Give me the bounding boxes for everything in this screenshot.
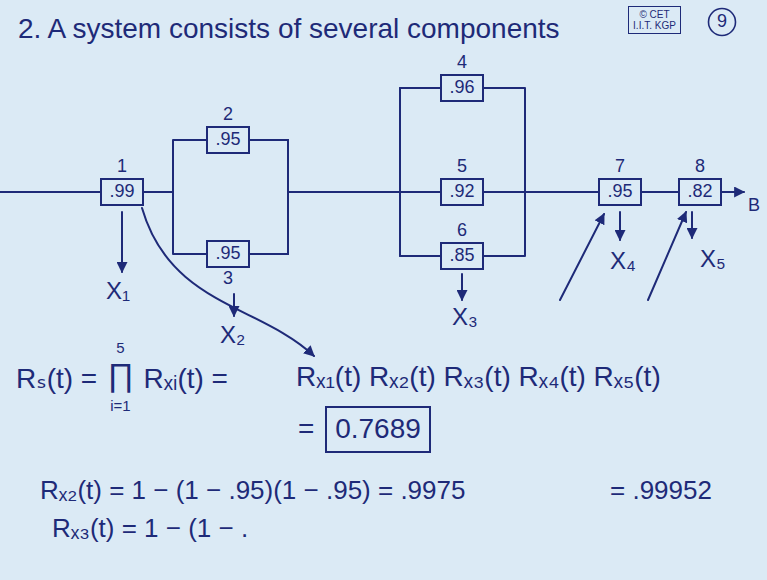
wire-connector [144,192,206,254]
pointer-arrow [233,294,235,316]
wire-connector [250,140,440,192]
reliability-value: .92 [449,182,474,202]
component-box: 4.96 [440,74,484,102]
component-box: 2.95 [206,126,250,154]
component-box: 8.82 [678,178,722,206]
component-number: 1 [117,157,127,177]
component-box: 6.85 [440,242,484,270]
product-symbol: ∏ [107,358,133,393]
component-number: 3 [223,269,233,289]
component-box: 5.92 [440,178,484,206]
logo-text: I.I.T. KGP [633,20,676,31]
component-number: 4 [457,53,467,73]
variable-label: X₃ [452,304,478,330]
pointer-arrow [648,212,686,300]
variable-label: X₄ [610,248,636,274]
component-number: 2 [223,105,233,125]
output-wire [722,191,744,193]
wire-connector [250,192,440,256]
product-limit: 5 [116,340,124,357]
reliability-value: .99 [109,182,134,202]
wire-connector [250,88,440,254]
component-number: 6 [457,221,467,241]
variable-label: X₁ [106,278,130,304]
component-box: 7.95 [598,178,642,206]
result-value: 0.7689 [335,414,421,445]
page-number-circle: 9 [707,7,737,37]
pointer-arrow [691,212,693,238]
formula-text: Rₓ₁(t) Rₓ₂(t) Rₓ₃(t) Rₓ₄(t) Rₓ₅(t) [296,362,661,393]
pointer-arrow [560,214,604,300]
wire-connector [484,88,598,192]
wire-connector [250,140,440,256]
component-number: 7 [615,157,625,177]
component-box: 3.95 [206,240,250,268]
wire-connector [144,140,206,192]
wire-connector [484,192,598,256]
input-wire [0,191,100,193]
result-box: 0.7689 [325,406,431,453]
formula-text: Rₓ₂(t) = 1 − (1 − .95)(1 − .95) = .9975 [40,476,465,505]
formula-text: = .99952 [610,476,712,505]
reliability-value: .95 [607,182,632,202]
reliability-value: .82 [687,182,712,202]
pointer-arrow [619,212,621,240]
circle-outline [709,9,736,36]
product-limit: i=1 [110,398,130,415]
formula-text: Rₛ(t) = [16,364,97,395]
pointer-arrow [121,212,123,272]
page-number: 9 [717,12,727,32]
formula-text: Rₓ₃(t) = 1 − (1 − . [52,514,248,543]
component-number: 5 [457,157,467,177]
formula-text: Rₓᵢ(t) = [144,364,228,395]
reliability-value: .85 [449,246,474,266]
equals-sign: = [298,414,314,445]
output-label: B [748,196,760,216]
wire-connector [250,192,440,254]
pointer-arrow [461,274,463,300]
reliability-value: .95 [215,244,240,264]
reliability-value: .95 [215,130,240,150]
slide-title: 2. A system consists of several componen… [18,14,560,45]
component-box: 1.99 [100,178,144,206]
reliability-value: .96 [449,78,474,98]
logo-box: © CETI.I.T. KGP [628,6,681,34]
component-number: 8 [695,157,705,177]
wire-connector [642,191,678,193]
variable-label: X₅ [700,246,726,272]
variable-label: X₂ [220,322,245,348]
logo-text: © CET [639,9,669,20]
